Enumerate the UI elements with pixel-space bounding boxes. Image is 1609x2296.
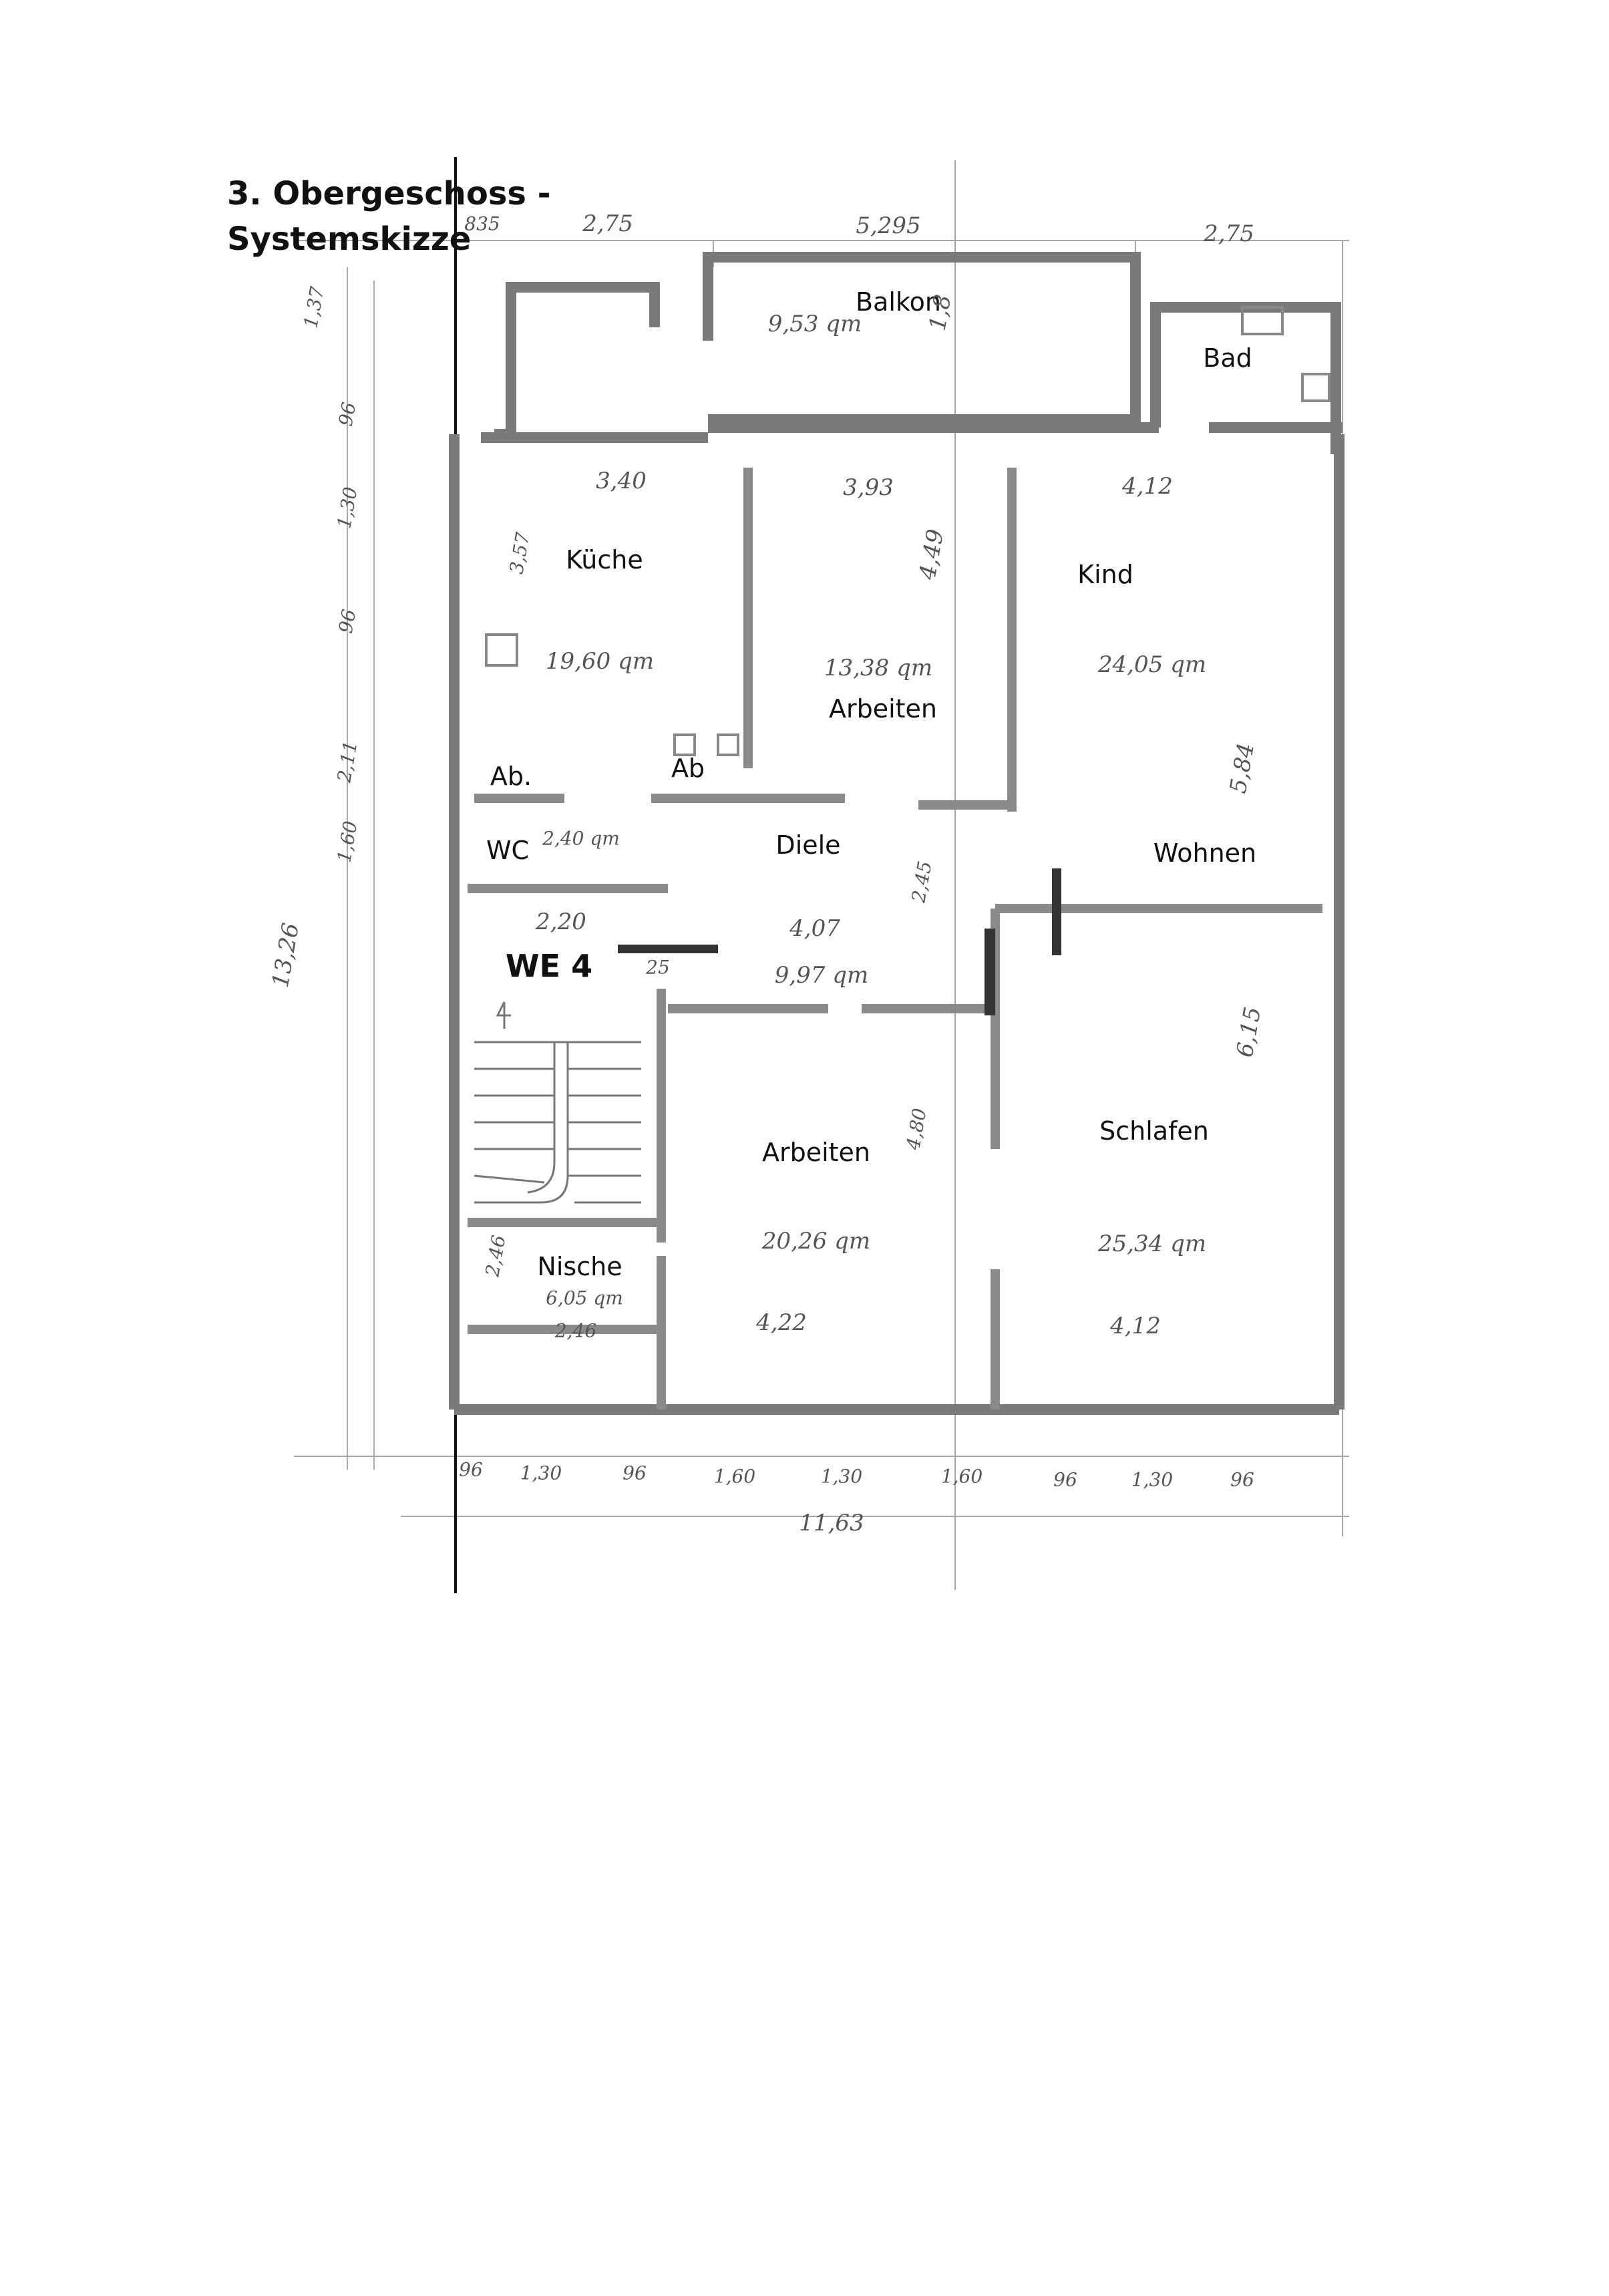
room-label-arbeiten-top: Arbeiten bbox=[828, 694, 938, 723]
plan-title-line1: 3. Obergeschoss - bbox=[227, 175, 551, 212]
dim-bottom-5: 1,60 bbox=[940, 1465, 983, 1488]
dim-top-835: 835 bbox=[464, 212, 500, 235]
area-kueche: 19,60 qm bbox=[545, 648, 655, 675]
area-arbeiten-bottom: 20,26 qm bbox=[761, 1228, 871, 1255]
plan-title-line2: Systemskizze bbox=[227, 220, 472, 258]
room-label-wohnen: Wohnen bbox=[1153, 838, 1257, 868]
dim-bottom-8: 96 bbox=[1230, 1468, 1254, 1491]
room-label-schlafen: Schlafen bbox=[1099, 1116, 1209, 1146]
dim-bottom-3: 1,60 bbox=[713, 1465, 756, 1488]
dim-left-1: 96 bbox=[334, 400, 361, 428]
highlight-bars bbox=[618, 868, 1061, 1015]
dim-bottom-412: 4,12 bbox=[1110, 1313, 1161, 1339]
dim-top-275-right: 2,75 bbox=[1204, 220, 1254, 247]
dim-left-3: 96 bbox=[334, 607, 361, 635]
dim-arbeiten-width: 3,93 bbox=[843, 474, 894, 501]
fixtures bbox=[485, 306, 1330, 756]
dim-bottom-4: 1,30 bbox=[820, 1465, 863, 1488]
dim-total-width: 11,63 bbox=[799, 1510, 864, 1536]
dim-nische-width: 2,46 bbox=[554, 1319, 597, 1342]
room-label-arbeiten-bottom: Arbeiten bbox=[761, 1138, 871, 1167]
dim-bottom-0: 96 bbox=[459, 1458, 483, 1481]
dim-bottom-6: 96 bbox=[1053, 1468, 1077, 1491]
dim-bottom-7: 1,30 bbox=[1131, 1468, 1174, 1491]
room-label-nische: Nische bbox=[537, 1252, 622, 1281]
area-diele: 9,97 qm bbox=[774, 962, 869, 989]
room-label-ab-right: Ab bbox=[671, 754, 705, 783]
area-kind: 24,05 qm bbox=[1097, 651, 1207, 678]
dim-kueche-width: 3,40 bbox=[596, 468, 647, 494]
dim-top-275-left: 2,75 bbox=[582, 210, 633, 237]
staircase bbox=[474, 1001, 641, 1204]
dim-bottom-2: 96 bbox=[622, 1462, 647, 1484]
dim-kind-width: 4,12 bbox=[1122, 473, 1173, 500]
room-label-ab-left: Ab. bbox=[490, 762, 532, 791]
area-schlafen: 25,34 qm bbox=[1097, 1231, 1207, 1257]
room-label-kueche: Küche bbox=[566, 545, 643, 575]
dim-diele-length: 4,07 bbox=[789, 915, 840, 942]
area-wc: 2,40 qm bbox=[542, 827, 620, 850]
room-label-balkon: Balkon bbox=[856, 287, 941, 317]
interior-walls bbox=[468, 468, 1322, 1410]
room-label-kind: Kind bbox=[1077, 560, 1133, 589]
area-arbeiten-top: 13,38 qm bbox=[824, 655, 933, 681]
area-balkon: 9,53 qm bbox=[767, 311, 862, 337]
dim-diele-width: 2,20 bbox=[536, 909, 586, 935]
area-nische: 6,05 qm bbox=[546, 1287, 623, 1309]
dim-wall-25: 25 bbox=[646, 956, 670, 979]
dim-bottom-1: 1,30 bbox=[520, 1462, 562, 1484]
room-label-diele: Diele bbox=[775, 830, 841, 860]
room-label-wc: WC bbox=[486, 836, 530, 865]
room-label-bad: Bad bbox=[1203, 343, 1252, 373]
apartment-label: WE 4 bbox=[505, 948, 593, 984]
dim-bottom-422: 4,22 bbox=[756, 1309, 807, 1336]
dim-top-5295: 5,295 bbox=[856, 212, 921, 239]
